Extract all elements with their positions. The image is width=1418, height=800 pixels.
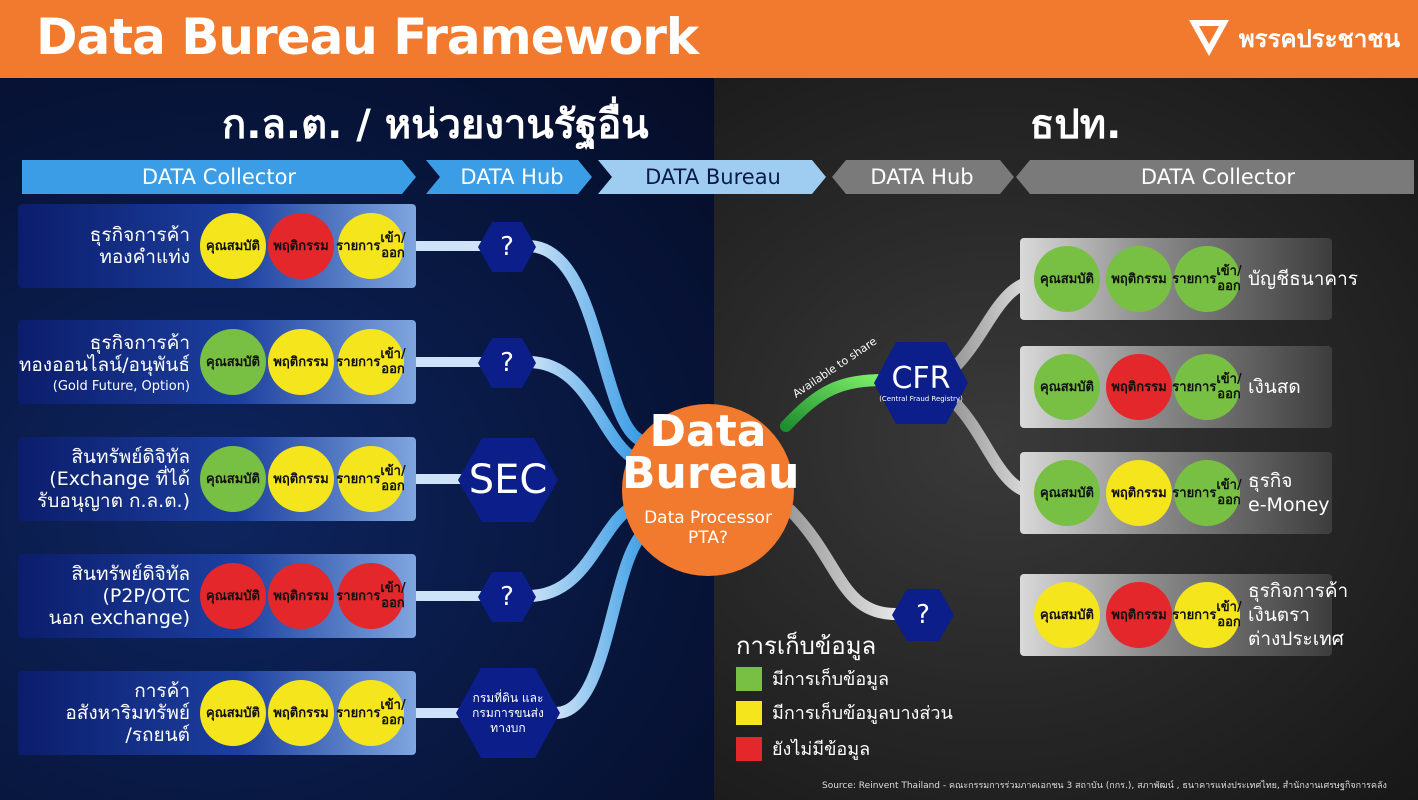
status-circle-qualification: คุณสมบัติ [1034, 246, 1100, 312]
party-logo: พรรคประชาชน [1187, 14, 1400, 62]
hub-unknown-gold: ? [478, 222, 536, 272]
right-panel-background [714, 78, 1418, 800]
status-circle-qualification: คุณสมบัติ [200, 213, 266, 279]
status-circle-transactions: รายการเข้า/ออก [336, 213, 406, 279]
right-row-label: บัญชีธนาคาร [1248, 268, 1358, 290]
status-circle-qualification: คุณสมบัติ [1034, 460, 1100, 526]
hub-cfr: CFR (Central Fraud Registry) [874, 342, 968, 424]
flow-bureau: DATA Bureau [645, 165, 781, 189]
connector-hub2-bureau [522, 356, 642, 466]
legend-item-red: ยังไม่มีข้อมูล [736, 734, 870, 763]
legend-item-yellow: มีการเก็บข้อมูลบางส่วน [736, 698, 953, 727]
left-row-label: ธุรกิจการค้าทองคำแท่ง [89, 224, 190, 268]
status-circle-qualification: คุณสมบัติ [200, 446, 266, 512]
bureau-line1: Data [649, 406, 767, 457]
status-circle-qualification: คุณสมบัติ [200, 563, 266, 629]
cfr-title: CFR [891, 361, 951, 396]
flow-right-hub: DATA Hub [870, 165, 974, 189]
right-row-label: เงินสด [1248, 376, 1301, 398]
left-row-label: สินทรัพย์ดิจิทัล(Exchange ที่ได้รับอนุญา… [37, 446, 190, 512]
flow-left-collector: DATA Collector [141, 165, 297, 189]
connector-bureau-cfr [780, 374, 892, 432]
right-row-label: ธุรกิจการค้าเงินตราต่างประเทศ [1248, 580, 1349, 650]
flow-left-hub: DATA Hub [460, 165, 564, 189]
left-row-label: การค้าอสังหาริมทรัพย์/รถยนต์ [65, 680, 190, 746]
status-circle-behavior: พฤติกรรม [1106, 460, 1172, 526]
connector-bureau-righthub [784, 504, 902, 620]
status-circle-behavior: พฤติกรรม [1106, 354, 1172, 420]
header-bar: Data Bureau Framework พรรคประชาชน [0, 0, 1418, 78]
legend-swatch-red [736, 736, 762, 761]
connector-hub1-bureau [522, 240, 646, 446]
flow-bureau-shape [598, 160, 826, 194]
status-circle-qualification: คุณสมบัติ [1034, 354, 1100, 420]
connector-hub5-bureau [550, 524, 652, 719]
legend-item-green: มีการเก็บข้อมูล [736, 664, 889, 693]
flow-left-collector-shape [22, 160, 416, 194]
status-circle-behavior: พฤติกรรม [268, 213, 334, 279]
page-title: Data Bureau Framework [36, 8, 699, 66]
hub-unknown-digital-p2p: ? [478, 572, 536, 622]
status-circle-transactions: รายการเข้า/ออก [336, 329, 406, 395]
bureau-line3: Data Processor [644, 508, 772, 528]
bureau-line4: PTA? [688, 528, 728, 548]
flow-right-collector-shape [1016, 160, 1414, 194]
status-circle-behavior: พฤติกรรม [268, 329, 334, 395]
source-note: Source: Reinvent Thailand - คณะกรรมการร่… [822, 781, 1387, 791]
hub-sec: SEC [458, 438, 558, 522]
flow-left-hub-shape [426, 160, 592, 194]
hub-unknown-gold-online: ? [478, 338, 536, 388]
status-circle-qualification: คุณสมบัติ [200, 329, 266, 395]
right-section-title: ธปท. [1030, 102, 1122, 148]
hub-land-transport: กรมที่ดิน และ กรมการขนส่ง ทางบก [456, 668, 560, 758]
bureau-line2: Bureau [622, 448, 800, 499]
status-circle-transactions: รายการเข้า/ออก [336, 680, 406, 746]
legend-title: การเก็บข้อมูล [736, 632, 877, 660]
status-circle-transactions: รายการเข้า/ออก [1172, 354, 1242, 420]
status-circle-transactions: รายการเข้า/ออก [336, 446, 406, 512]
legend-swatch-green [736, 666, 762, 691]
status-circle-qualification: คุณสมบัติ [200, 680, 266, 746]
status-circle-transactions: รายการเข้า/ออก [1172, 246, 1242, 312]
flow-right-collector: DATA Collector [1140, 165, 1296, 189]
status-circle-transactions: รายการเข้า/ออก [336, 563, 406, 629]
status-circle-behavior: พฤติกรรม [268, 563, 334, 629]
legend-swatch-yellow [736, 700, 762, 725]
left-section-title: ก.ล.ต. / หน่วยงานรัฐอื่น [222, 102, 649, 148]
status-circle-transactions: รายการเข้า/ออก [1172, 460, 1242, 526]
data-bureau-circle: Data Bureau Data Processor PTA? [622, 404, 800, 576]
cfr-subtitle: (Central Fraud Registry) [879, 395, 963, 403]
status-circle-transactions: รายการเข้า/ออก [1172, 582, 1242, 648]
status-circle-qualification: คุณสมบัติ [1034, 582, 1100, 648]
flow-right-hub-shape [832, 160, 1014, 194]
hub-unknown-forex: ? [892, 589, 954, 641]
party-logo-text: พรรคประชาชน [1238, 24, 1400, 53]
status-circle-behavior: พฤติกรรม [1106, 246, 1172, 312]
status-circle-behavior: พฤติกรรม [1106, 582, 1172, 648]
party-logo-icon [1188, 20, 1229, 56]
status-circle-behavior: พฤติกรรม [268, 680, 334, 746]
left-row-label: ธุรกิจการค้าทองออนไลน์/อนุพันธ์(Gold Fut… [18, 332, 190, 394]
status-circle-behavior: พฤติกรรม [268, 446, 334, 512]
